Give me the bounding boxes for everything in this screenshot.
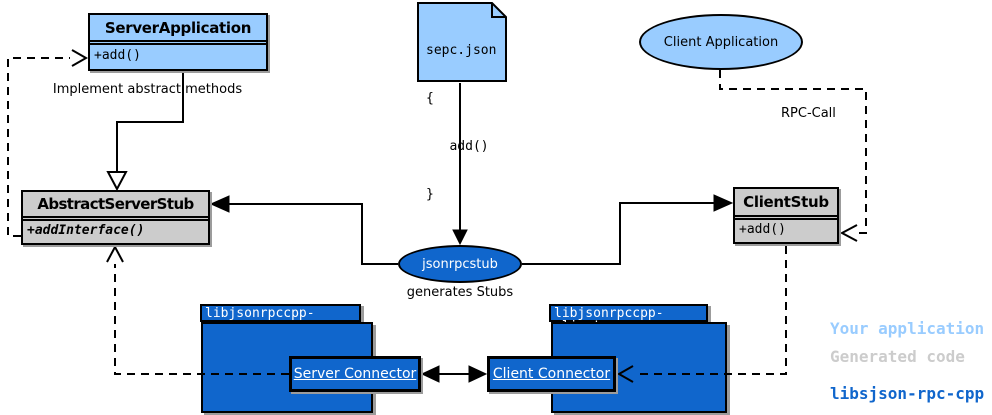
arrowhead-conn-right bbox=[468, 365, 488, 383]
client-stub-class: ClientStub +add() bbox=[733, 187, 839, 244]
arrowhead-into-clientstub bbox=[713, 194, 734, 212]
chevron-into-clientconn bbox=[616, 365, 634, 383]
client-stub-method: +add() bbox=[739, 221, 786, 237]
client-connector-box: Client Connector bbox=[487, 356, 616, 392]
stubgen-to-serverstub-line bbox=[228, 203, 398, 265]
client-connector-label: Client Connector bbox=[492, 366, 611, 382]
note-line-filename: sepc.json bbox=[426, 43, 497, 58]
serverconn-dashed-line bbox=[114, 264, 289, 375]
inheritance-triangle bbox=[106, 171, 128, 192]
abstract-server-stub-attributes bbox=[23, 216, 208, 221]
abstract-server-stub-title: AbstractServerStub bbox=[37, 195, 194, 213]
server-connector-box: Server Connector bbox=[289, 356, 421, 392]
client-stub-title: ClientStub bbox=[743, 193, 829, 211]
server-connector-label: Server Connector bbox=[293, 366, 417, 382]
stubgen-to-clientstub-line bbox=[522, 202, 715, 265]
arrowhead-into-serverstub bbox=[209, 195, 230, 213]
client-application-node: Client Application bbox=[639, 14, 803, 70]
arrowhead-conn-left bbox=[420, 365, 440, 383]
clientconn-dashed-line bbox=[634, 246, 787, 375]
server-application-title: ServerApplication bbox=[104, 18, 252, 37]
abstract-server-stub-class: AbstractServerStub +addInterface() bbox=[21, 190, 210, 245]
rpc-call-label: RPC-Call bbox=[781, 106, 836, 121]
jsonrpcstub-label: jsonrpcstub bbox=[422, 256, 498, 272]
inheritance-line bbox=[116, 71, 184, 172]
implements-dashed-line bbox=[7, 57, 70, 237]
legend-generated-code: Generated code bbox=[830, 347, 965, 366]
abstract-server-stub-method: +addInterface() bbox=[27, 222, 145, 238]
rpc-call-dashed-line bbox=[719, 70, 867, 234]
legend-your-application: Your application bbox=[830, 319, 985, 338]
note-shape bbox=[417, 2, 507, 82]
client-application-label: Client Application bbox=[663, 34, 779, 50]
generates-stubs-caption: generates Stubs bbox=[406, 285, 514, 300]
note-line-method: add() bbox=[426, 139, 489, 154]
arrowhead-into-stubgen bbox=[452, 229, 468, 246]
chevron-into-serverapp bbox=[71, 49, 89, 67]
implement-abstract-methods-label: Implement abstract methods bbox=[52, 82, 243, 97]
jsonrpcstub-node: jsonrpcstub bbox=[398, 245, 522, 283]
spec-json-note: sepc.json { add() } bbox=[417, 2, 508, 202]
chevron-into-clientstub-right bbox=[839, 224, 858, 242]
chevron-into-serverstub-bottom bbox=[106, 244, 124, 263]
client-stub-attributes bbox=[735, 215, 837, 220]
server-application-class: ServerApplication +add() bbox=[88, 13, 268, 71]
server-application-method: +add() bbox=[94, 47, 141, 63]
server-application-attributes bbox=[90, 40, 266, 45]
note-line-close-brace: } bbox=[426, 187, 434, 202]
note-line-open-brace: { bbox=[426, 91, 434, 106]
legend-library: libsjson-rpc-cpp bbox=[830, 384, 985, 403]
